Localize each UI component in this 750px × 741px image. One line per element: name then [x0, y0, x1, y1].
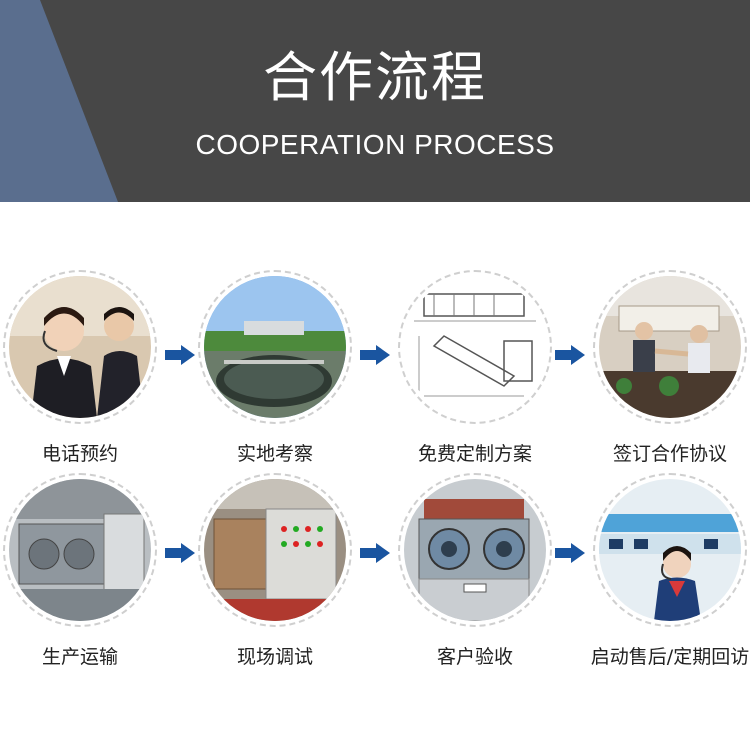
step-label: 生产运输 — [41, 646, 118, 668]
step-label: 启动售后/定期回访 — [590, 646, 750, 668]
step-free-custom-plan: 免费定制方案 — [385, 270, 565, 466]
step-production-shipping: 生产运输 — [0, 473, 170, 669]
step-image-frame — [3, 270, 157, 424]
arrow-right-icon — [555, 543, 585, 563]
step-image-frame — [198, 270, 352, 424]
arrow-right-icon — [360, 543, 390, 563]
step-label: 实地考察 — [236, 443, 313, 465]
step-customer-acceptance: 客户验收 — [385, 473, 565, 669]
arrow-right-icon — [165, 345, 195, 365]
step-image-frame — [3, 473, 157, 627]
step-after-sales-followup: 启动售后/定期回访 — [580, 473, 750, 669]
step-phone-appointment: 电话预约 — [0, 270, 170, 466]
step-image-frame — [198, 473, 352, 627]
step-image-frame — [398, 270, 552, 424]
step-image-frame — [398, 473, 552, 627]
control-cabinet-photo — [204, 479, 346, 621]
step-label: 客户验收 — [436, 646, 513, 668]
page-subtitle: COOPERATION PROCESS — [195, 129, 555, 160]
page-title: 合作流程 — [263, 46, 487, 109]
phone-operator-photo — [9, 276, 151, 418]
arrow-right-icon — [555, 345, 585, 365]
machine-production-photo — [9, 479, 151, 621]
step-image-frame — [593, 473, 747, 627]
header-banner: 合作流程 COOPERATION PROCESS — [0, 0, 750, 202]
finished-machine-photo — [404, 479, 546, 621]
technical-drawing-photo — [404, 276, 546, 418]
arrow-right-icon — [360, 345, 390, 365]
handshake-meeting-photo — [599, 276, 741, 418]
step-label: 电话预约 — [41, 443, 118, 465]
step-image-frame — [593, 270, 747, 424]
arrow-right-icon — [165, 543, 195, 563]
call-center-photo — [599, 479, 741, 621]
step-onsite-commissioning: 现场调试 — [185, 473, 365, 669]
step-sign-agreement: 签订合作协议 — [580, 270, 750, 466]
water-plant-photo — [204, 276, 346, 418]
step-site-inspection: 实地考察 — [185, 270, 365, 466]
step-label: 现场调试 — [236, 646, 313, 668]
step-label: 免费定制方案 — [417, 443, 532, 465]
step-label: 签订合作协议 — [612, 443, 727, 465]
